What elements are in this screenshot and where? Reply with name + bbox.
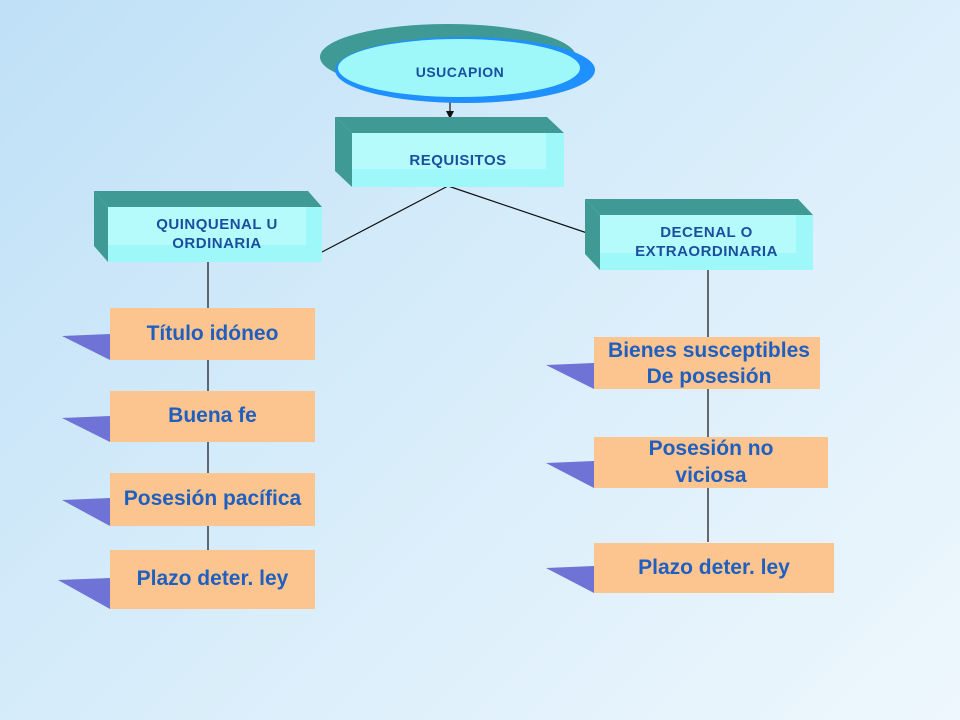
quinquenal-box-top xyxy=(94,191,322,207)
right-item-3-box xyxy=(594,543,834,593)
quinquenal-box-side xyxy=(94,191,108,262)
left-item-4-wedge xyxy=(58,578,110,609)
quinquenal-box xyxy=(94,191,322,262)
decenal-box-top xyxy=(585,199,813,215)
arrowhead-down xyxy=(446,111,454,119)
connector-requisitos-right xyxy=(447,185,597,237)
right-item-1-label: Bienes susceptibles De posesión xyxy=(608,338,810,388)
left-item-2-label: Buena fe xyxy=(168,404,257,428)
quinquenal-box-inner xyxy=(108,207,306,245)
decenal-box-side xyxy=(585,199,600,270)
left-branch-header: QUINQUENAL U ORDINARIA xyxy=(156,216,278,252)
left-item-2-wedge xyxy=(62,416,110,442)
requisitos-box xyxy=(335,117,564,187)
right-item-1-box xyxy=(594,337,820,389)
right-item-3-wedge xyxy=(546,566,594,593)
right-branch-header: DECENAL O EXTRAORDINARIA xyxy=(635,224,778,260)
requisitos-label: REQUISITOS xyxy=(409,151,507,169)
requisitos-box-top xyxy=(335,117,564,133)
left-item-4-label: Plazo deter. ley xyxy=(136,567,289,591)
left-item-1-box xyxy=(110,308,315,360)
right-item-3-label: Plazo deter. ley xyxy=(638,556,790,579)
left-item-1-wedge xyxy=(62,334,110,360)
left-item-3-wedge xyxy=(62,498,110,526)
left-item-3-label: Posesión pacífica xyxy=(123,487,302,511)
left-item-1-label: Título idóneo xyxy=(146,321,279,345)
left-item-3-box xyxy=(110,473,315,526)
right-item-wedges xyxy=(546,363,594,593)
right-item-boxes xyxy=(594,337,834,593)
decenal-box xyxy=(585,199,813,270)
left-item-boxes xyxy=(110,308,315,609)
right-item-2-wedge xyxy=(546,461,594,488)
right-item-2-box xyxy=(594,437,828,488)
connector-requisitos-left xyxy=(321,185,449,253)
requisitos-box-side xyxy=(335,117,352,187)
root-label: USUCAPION xyxy=(415,64,505,81)
left-item-2-box xyxy=(110,391,315,442)
requisitos-box-inner xyxy=(352,133,546,169)
right-item-2-label: Posesión no viciosa xyxy=(648,437,774,487)
root-node xyxy=(320,24,595,103)
left-item-4-box xyxy=(110,550,315,609)
root-ellipse-face xyxy=(338,39,580,97)
decenal-box-inner xyxy=(600,215,796,253)
left-item-wedges xyxy=(58,334,110,609)
right-item-1-wedge xyxy=(546,363,594,389)
